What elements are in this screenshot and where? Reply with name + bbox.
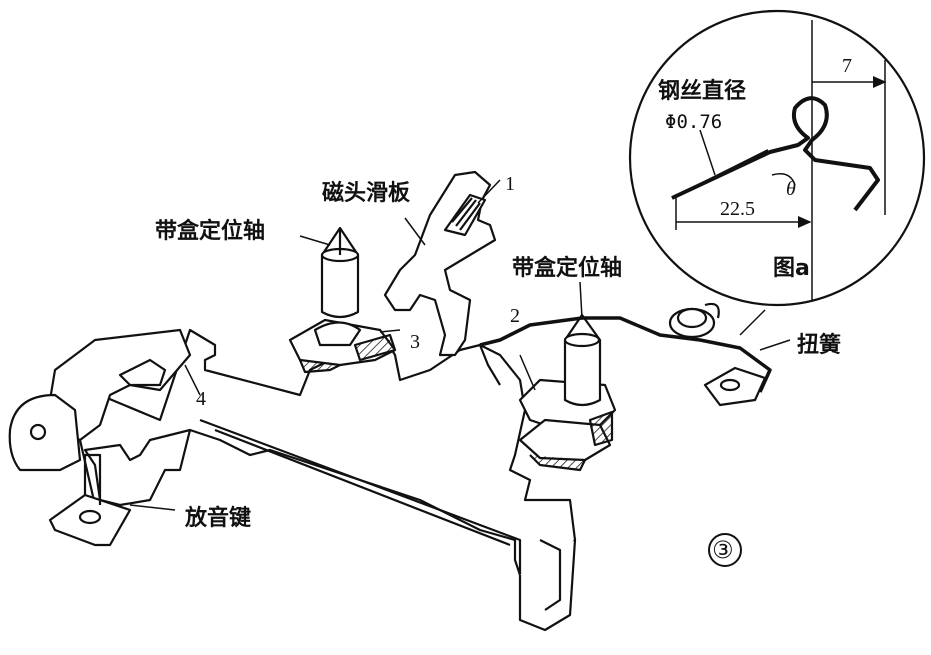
inset-angle: θ [786, 178, 796, 200]
label-part-3: 3 [410, 331, 420, 353]
head-slider [383, 170, 497, 357]
left-bracket [8, 328, 192, 507]
play-key [48, 453, 132, 547]
inset-dim-length: 22.5 [720, 198, 755, 220]
leader-lines [129, 179, 791, 511]
label-play-key: 放音键 [184, 505, 251, 531]
label-part-4: 4 [196, 388, 206, 410]
label-figure-number: ③ [712, 536, 734, 564]
inset-wire-diameter: Φ0.76 [665, 111, 722, 133]
inset-caption: 图a [773, 256, 810, 281]
cassette-block-left [288, 318, 397, 374]
inset-title: 钢丝直径 [658, 78, 746, 104]
label-torsion-spring: 扭簧 [797, 332, 841, 358]
base-plate [78, 328, 577, 632]
label-part-2: 2 [510, 305, 520, 327]
inset-dim-top: 7 [842, 55, 852, 77]
detail-inset [628, 9, 926, 307]
cassette-pin-left [320, 226, 360, 319]
label-cassette-pin-left: 带盒定位轴 [155, 218, 265, 244]
cassette-pin-right [563, 313, 602, 407]
figure-number-circle [708, 533, 742, 567]
label-part-1: 1 [505, 173, 515, 195]
spring-coil [668, 302, 720, 339]
torsion-spring [478, 316, 772, 393]
label-head-slider: 磁头滑板 [322, 180, 411, 206]
spring-anchor [703, 366, 767, 407]
label-cassette-pin-right: 带盒定位轴 [512, 255, 622, 281]
